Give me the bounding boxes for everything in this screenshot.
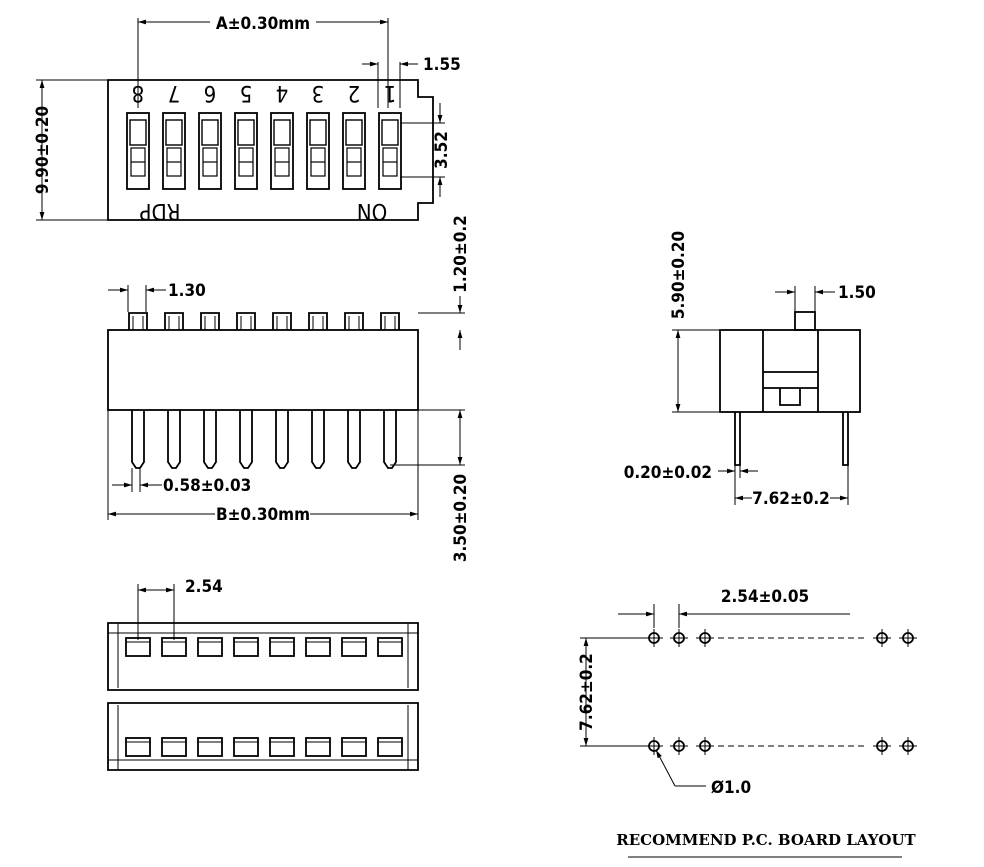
switch-slot [378,112,402,190]
bottom-pad-top [125,637,151,657]
dim-3-52: 3.52 [432,131,452,169]
front-actuator [236,312,256,330]
switch-number: 4 [276,80,289,105]
side-body [719,329,861,413]
switch-number: 7 [168,80,181,105]
top-label-on: ON [357,198,387,223]
switch-knob [381,119,399,146]
bottom-pad-top [377,637,403,657]
front-actuator [200,312,220,330]
switch-slot [306,112,330,190]
bottom-pad-top [233,637,259,657]
dim-0-20: 0.20±0.02 [624,463,712,483]
switch-number: 5 [240,80,253,105]
switch-slot [162,112,186,190]
bottom-pad-top [197,637,223,657]
switch-slot [270,112,294,190]
top-switch-slots [126,112,402,190]
switch-number: 3 [312,80,325,105]
front-actuator [308,312,328,330]
front-actuator [380,312,400,330]
front-actuator [164,312,184,330]
top-view-outline [107,79,434,221]
bottom-pad-bottom [197,737,223,757]
front-view: 1.30 1.20±0.2 3.50±0.20 0.58±0.03 B±0.30… [107,215,471,562]
side-pin-right [842,412,849,466]
front-pin [131,410,145,469]
dim-7-62-side: 7.62±0.2 [752,489,830,509]
front-pin [167,410,181,469]
front-actuator [344,312,364,330]
dim-b-width: B±0.30mm [216,505,310,525]
dim-3-50: 3.50±0.20 [451,474,471,562]
bottom-pad-bottom [161,737,187,757]
front-actuator [272,312,292,330]
dim-1-50: 1.50 [838,283,876,303]
switch-slot [234,112,258,190]
bottom-pad-bottom [305,737,331,757]
switch-slot [198,112,222,190]
switch-knob [165,119,183,146]
front-actuators [128,312,400,330]
bottom-pad-bottom [125,737,151,757]
front-pin [203,410,217,469]
front-pin [311,410,325,469]
bottom-view: 2.54 [107,577,419,771]
switch-number: 2 [348,80,361,105]
switch-number: 6 [204,80,217,105]
front-pin [239,410,253,469]
switch-knob [309,119,327,146]
dim-1-55: 1.55 [423,55,461,75]
bottom-pad-bottom [377,737,403,757]
bottom-pads [125,637,403,757]
dim-a-width: A±0.30mm [216,14,310,34]
switch-knob [201,119,219,146]
bottom-pad-top [161,637,187,657]
front-actuator [128,312,148,330]
switch-knob [273,119,291,146]
front-pin [347,410,361,469]
switch-number: 1 [384,80,397,105]
switch-slot [126,112,150,190]
dim-1-20: 1.20±0.2 [451,215,471,293]
switch-knob [129,119,147,146]
bottom-pad-top [305,637,331,657]
dim-pcb-7-62: 7.62±0.2 [577,653,597,731]
pcb-holes [645,629,917,755]
side-pin-left [734,412,741,466]
dim-pcb-2-54: 2.54±0.05 [721,587,809,607]
bottom-pad-top [341,637,367,657]
bottom-pad-top [269,637,295,657]
dim-9-90: 9.90±0.20 [33,106,53,194]
dim-1-30: 1.30 [168,281,206,301]
bottom-pad-bottom [341,737,367,757]
side-view: 5.90±0.20 1.50 0.20±0.02 7.62±0.2 [624,231,876,509]
front-pins [131,410,397,469]
dim-5-90: 5.90±0.20 [669,231,689,319]
switch-knob [237,119,255,146]
dim-0-58: 0.58±0.03 [163,476,251,496]
pcb-layout-title: RECOMMEND P.C. BOARD LAYOUT [616,831,916,849]
switch-slot [342,112,366,190]
bottom-pad-bottom [269,737,295,757]
front-pin [275,410,289,469]
dim-hole-diameter: Ø1.0 [711,778,751,798]
dim-2-54: 2.54 [185,577,223,597]
switch-knob [345,119,363,146]
front-body [107,329,419,411]
front-pin [383,410,397,469]
top-label-rdp: RDP [139,198,180,223]
bottom-pad-bottom [233,737,259,757]
bottom-outline [107,622,419,771]
pcb-layout: 2.54±0.05 7.62±0.2 Ø1.0 RECOMMEND P.C. B… [577,587,917,858]
